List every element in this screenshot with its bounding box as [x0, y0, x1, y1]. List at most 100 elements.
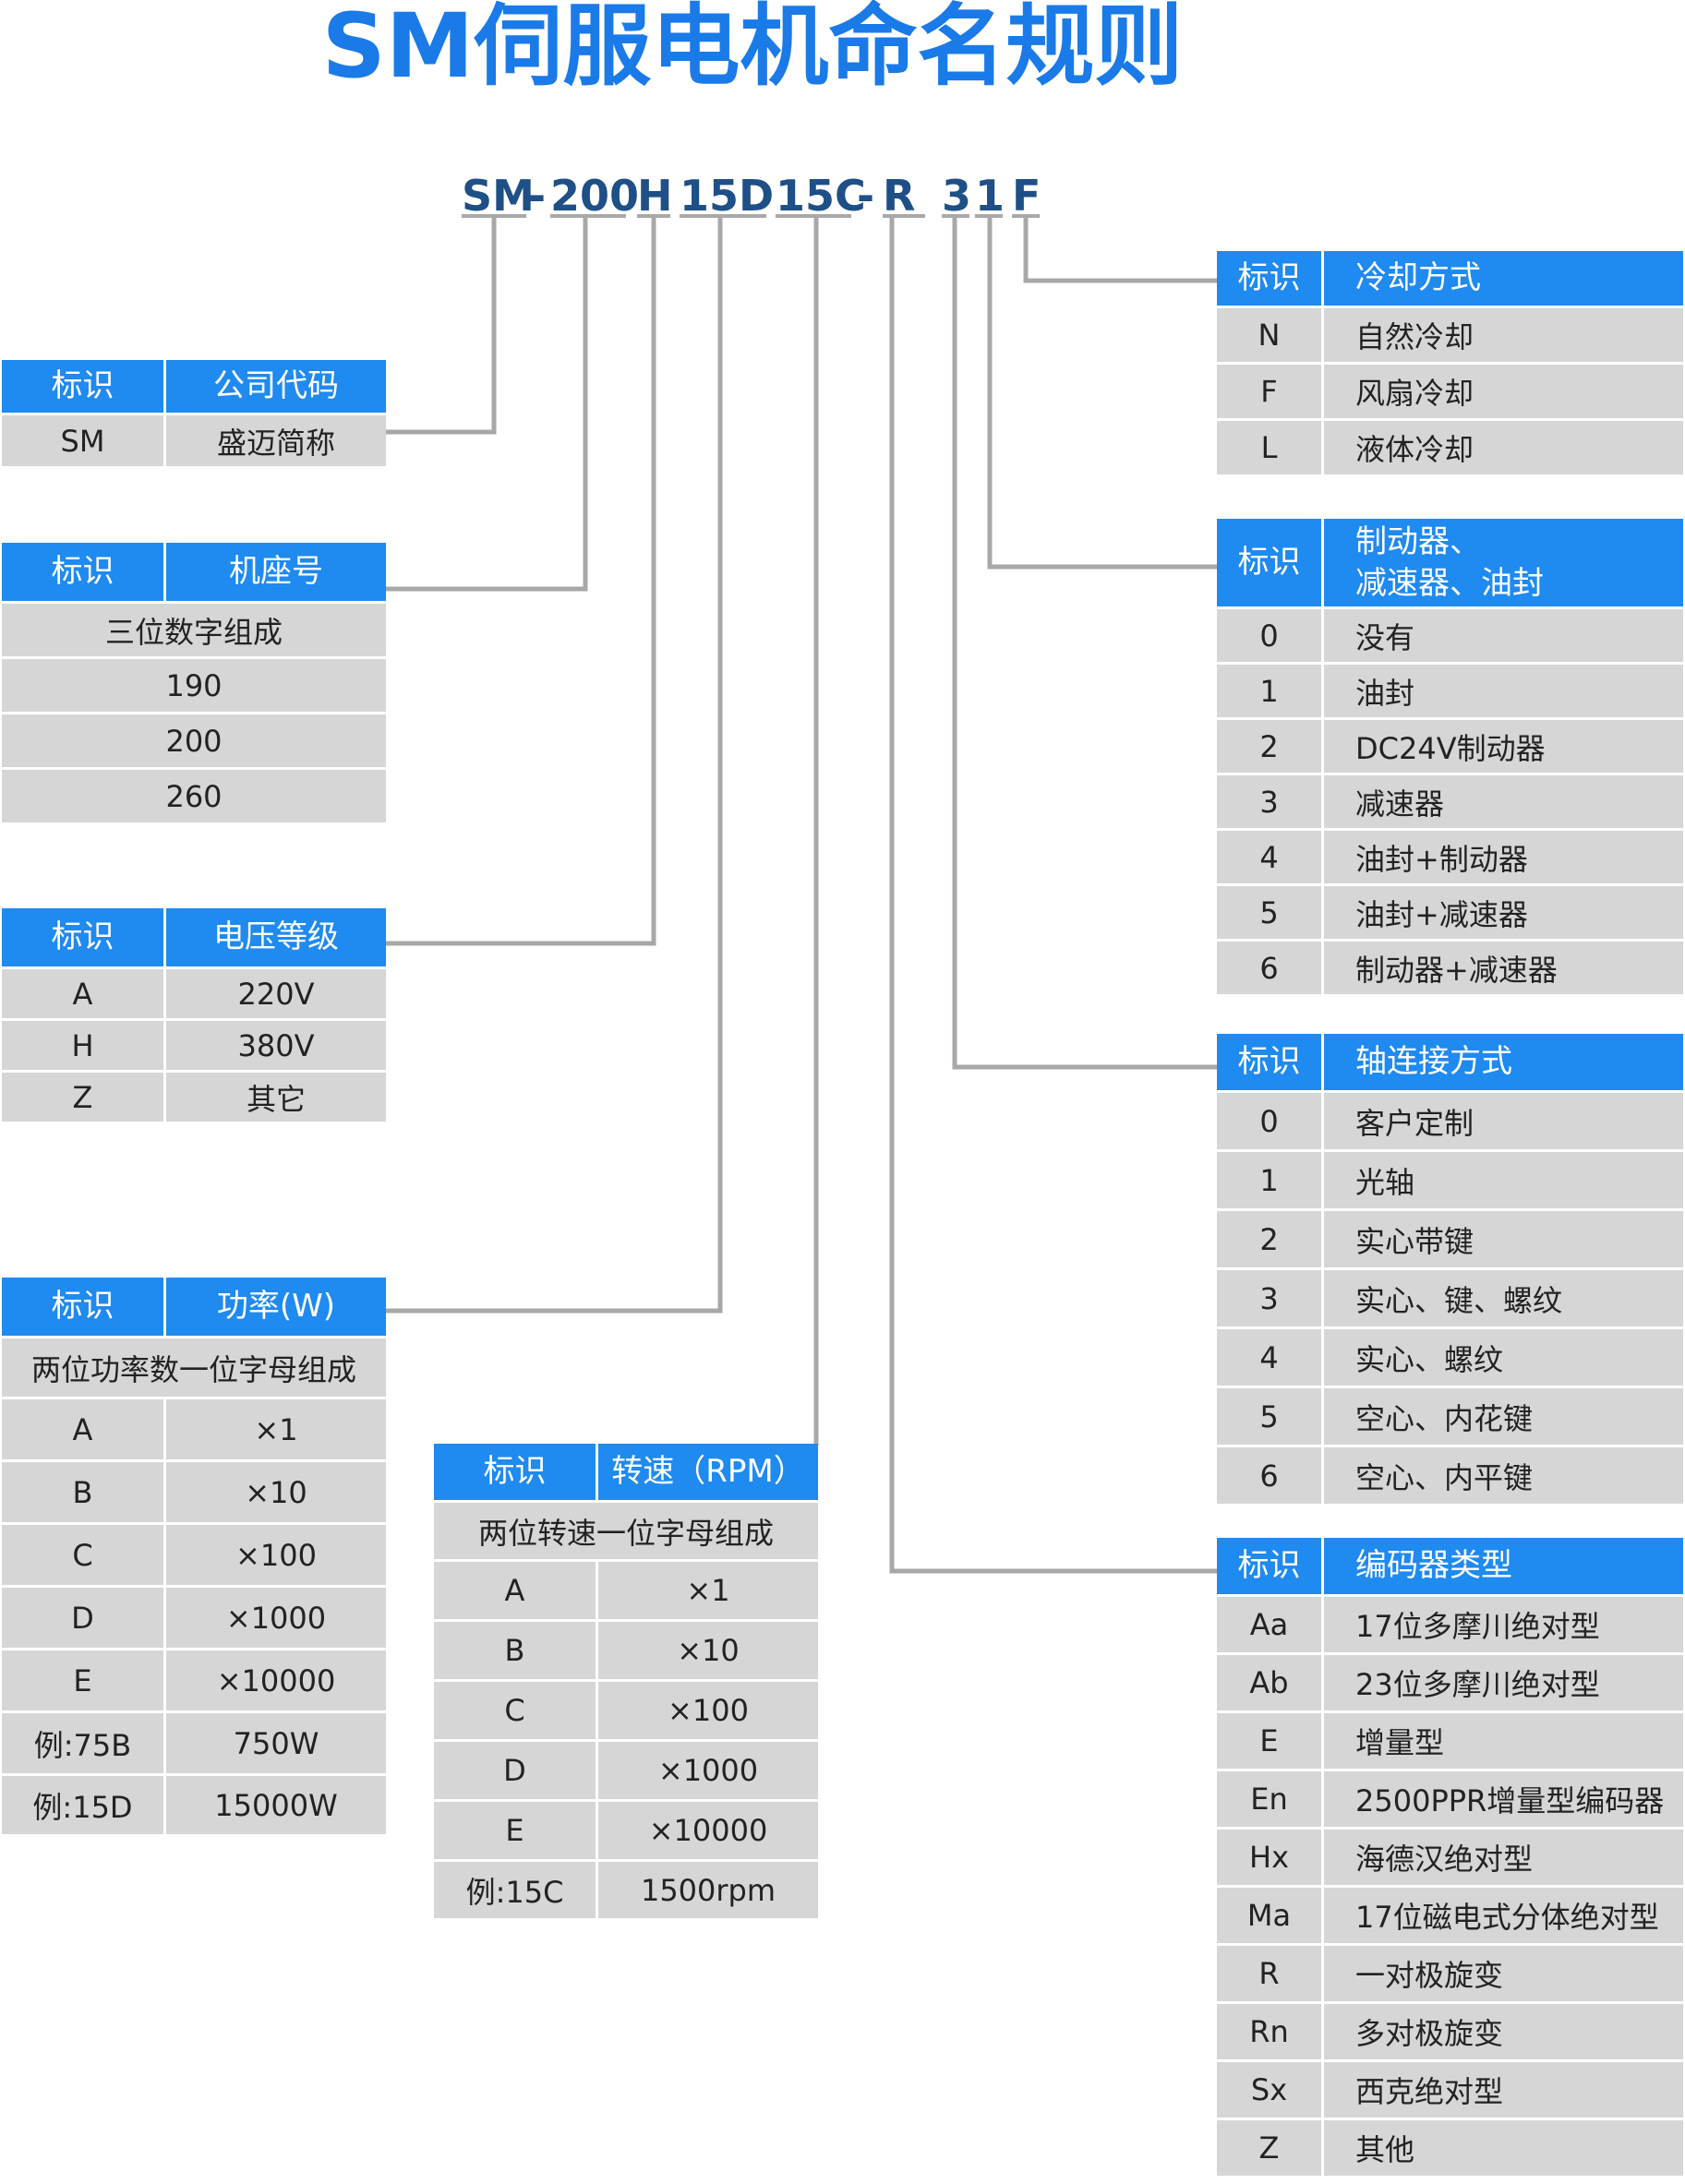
table-row: E ×10000	[2, 1650, 386, 1713]
connector-cooling	[1023, 218, 1217, 283]
cell-code: A	[2, 1399, 166, 1462]
power-table: 标识 功率(W) 两位功率数一位字母组成 A ×1 B ×10 C ×100 D…	[2, 1278, 386, 1837]
table-row: SM 盛迈简称	[2, 415, 386, 469]
cell-code: A	[2, 969, 166, 1021]
cell-desc: 增量型	[1324, 1713, 1683, 1771]
table-row: 两位转速一位字母组成	[434, 1503, 818, 1562]
table-row: 3 实心、键、螺纹	[1217, 1270, 1683, 1329]
cell-desc: 没有	[1324, 609, 1683, 665]
header-id: 标识	[434, 1444, 598, 1503]
company-code-table: 标识 公司代码 SM 盛迈简称	[2, 360, 386, 469]
cell-desc: ×100	[598, 1682, 818, 1742]
cell-desc: 自然冷却	[1324, 308, 1683, 365]
table-row: Rn 多对极旋变	[1217, 2004, 1683, 2062]
cell-desc: ×10	[598, 1622, 818, 1682]
cell-code: SM	[2, 415, 166, 469]
cell-value: 190	[2, 659, 386, 714]
table-row: Hx 海德汉绝对型	[1217, 1830, 1683, 1888]
cell-code: A	[434, 1562, 598, 1622]
table-row: Aa 17位多摩川绝对型	[1217, 1597, 1683, 1655]
cell-desc: 2500PPR增量型编码器	[1324, 1771, 1683, 1830]
cell-code: 4	[1217, 1329, 1324, 1388]
table-row: 1 油封	[1217, 665, 1683, 720]
cell-desc: 实心、螺纹	[1324, 1329, 1683, 1388]
code-segment-dash: -	[857, 171, 875, 221]
cell-code: 2	[1217, 720, 1324, 775]
cell-desc: 油封+减速器	[1324, 886, 1683, 942]
table-row: A 220V	[2, 969, 386, 1021]
table-row: E 增量型	[1217, 1713, 1683, 1771]
table-row: 0 没有	[1217, 609, 1683, 665]
cell-desc: 西克绝对型	[1324, 2062, 1683, 2120]
cell-desc: 空心、内花键	[1324, 1388, 1683, 1447]
cell-code: Rn	[1217, 2004, 1324, 2062]
cell-note: 两位转速一位字母组成	[434, 1503, 818, 1562]
cell-desc: 海德汉绝对型	[1324, 1830, 1683, 1888]
code-segment-dash: -	[528, 171, 547, 221]
table-row: 6 空心、内平键	[1217, 1447, 1683, 1506]
table-row: R 一对极旋变	[1217, 1946, 1683, 2004]
cell-desc: 光轴	[1324, 1152, 1683, 1211]
table-row: B ×10	[434, 1622, 818, 1682]
table-row: 例:15D 15000W	[2, 1776, 386, 1837]
connector-voltage	[386, 218, 656, 946]
cell-code: 例:75B	[2, 1713, 166, 1776]
cell-desc: 液体冷却	[1324, 421, 1683, 477]
cell-desc: 23位多摩川绝对型	[1324, 1655, 1683, 1713]
header-brake-line2: 减速器、油封	[1355, 564, 1544, 602]
table-row: C ×100	[434, 1682, 818, 1742]
cell-desc: ×1000	[166, 1588, 386, 1650]
table-row: 5 空心、内花键	[1217, 1388, 1683, 1447]
table-row: 4 实心、螺纹	[1217, 1329, 1683, 1388]
table-row: 2 实心带键	[1217, 1211, 1683, 1270]
table-row: A ×1	[2, 1399, 386, 1462]
table-row: 两位功率数一位字母组成	[2, 1338, 386, 1399]
cell-code: E	[1217, 1713, 1324, 1771]
table-row: 例:75B 750W	[2, 1713, 386, 1776]
header-id: 标识	[2, 543, 166, 604]
cell-desc: 一对极旋变	[1324, 1946, 1683, 2004]
cell-value: 260	[2, 770, 386, 825]
cell-desc: 油封	[1324, 665, 1683, 720]
code-segment-speed: 15C	[776, 171, 866, 221]
table-row: H 380V	[2, 1021, 386, 1073]
cell-desc: 客户定制	[1324, 1093, 1683, 1152]
cell-code: F	[1217, 365, 1324, 421]
table-row: 3 减速器	[1217, 775, 1683, 831]
cell-desc: 15000W	[166, 1776, 386, 1837]
header-id: 标识	[2, 1278, 166, 1338]
code-segment-frame: 200	[550, 171, 640, 221]
encoder-table: 标识 编码器类型 Aa 17位多摩川绝对型 Ab 23位多摩川绝对型 E 增量型…	[1217, 1538, 1683, 2178]
cell-desc: ×1	[598, 1562, 818, 1622]
table-row: E ×10000	[434, 1802, 818, 1862]
page-title: SM伺服电机命名规则	[321, 0, 1184, 98]
code-segment-shaft: 3	[942, 171, 972, 221]
cell-code: 4	[1217, 831, 1324, 886]
speed-table: 标识 转速（RPM） 两位转速一位字母组成 A ×1 B ×10 C ×100 …	[434, 1444, 818, 1921]
header-brake-line1: 制动器、	[1355, 523, 1481, 561]
table-row: 200	[2, 714, 386, 770]
cell-code: En	[1217, 1771, 1324, 1830]
cell-code: D	[434, 1742, 598, 1802]
cell-desc: ×100	[166, 1525, 386, 1588]
cell-code: Aa	[1217, 1597, 1324, 1655]
cell-code: Z	[2, 1073, 166, 1124]
cell-code: Z	[1217, 2120, 1324, 2178]
table-row: D ×1000	[434, 1742, 818, 1802]
cell-code: B	[2, 1462, 166, 1525]
cell-code: 1	[1217, 1152, 1324, 1211]
header-shaft: 轴连接方式	[1324, 1034, 1683, 1093]
cell-code: B	[434, 1622, 598, 1682]
cell-code: 1	[1217, 665, 1324, 720]
cell-code: 0	[1217, 1093, 1324, 1152]
cell-desc: 750W	[166, 1713, 386, 1776]
cooling-table: 标识 冷却方式 N 自然冷却 F 风扇冷却 L 液体冷却	[1217, 251, 1683, 477]
header-encoder: 编码器类型	[1324, 1538, 1683, 1597]
table-row: C ×100	[2, 1525, 386, 1588]
cell-desc: 其它	[166, 1073, 386, 1124]
cell-code: 5	[1217, 1388, 1324, 1447]
cell-desc: 380V	[166, 1021, 386, 1073]
table-row: En 2500PPR增量型编码器	[1217, 1771, 1683, 1830]
cell-desc: 17位多摩川绝对型	[1324, 1597, 1683, 1655]
